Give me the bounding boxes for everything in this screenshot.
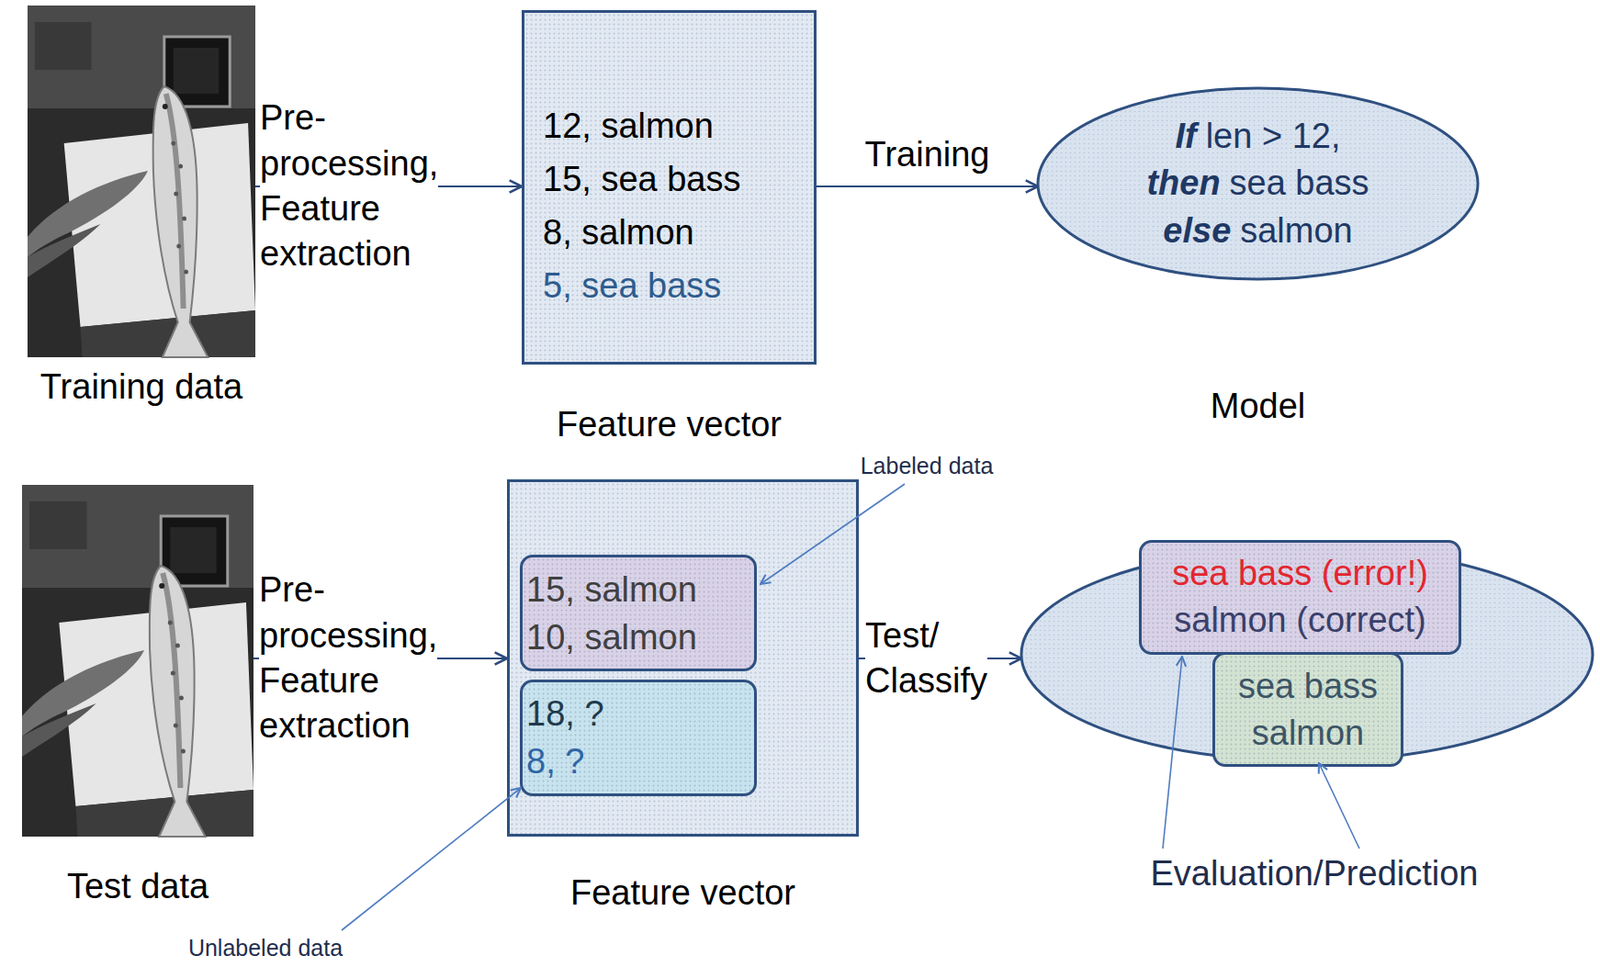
node-content: sea bass (error!)salmon (correct)	[1171, 550, 1429, 645]
leader-line	[760, 484, 905, 585]
rule-text: salmon	[1239, 211, 1353, 250]
prediction-box: sea basssalmon	[1212, 652, 1404, 767]
data-row: 18, ?	[526, 689, 605, 738]
caption: Feature vector	[556, 402, 782, 448]
training-photo: Training data	[27, 5, 256, 358]
caption: Training data	[40, 364, 243, 410]
data-row: sea bass	[1238, 662, 1378, 710]
edge-label: Test/ Classify	[865, 613, 988, 705]
evaluation-box: sea bass (error!)salmon (correct)	[1138, 540, 1462, 655]
caption: Feature vector	[570, 870, 796, 916]
feature-vector-box: Feature vector12, salmon15, sea bass8, s…	[521, 10, 817, 365]
node-content: 18, ?8, ?	[526, 689, 605, 787]
data-row: 5, sea bass	[542, 259, 741, 313]
keyword: then	[1146, 163, 1220, 203]
leader-line	[341, 788, 521, 931]
text-row: Iflen > 12,	[1146, 112, 1369, 160]
data-row: 8, salmon	[542, 205, 741, 260]
labeled-data-box: 15, salmon10, salmon	[519, 554, 757, 672]
ellipse-shape	[1037, 88, 1478, 280]
connector	[816, 185, 1038, 188]
data-row: 8, ?	[526, 737, 605, 786]
text-row: thensea bass	[1146, 159, 1369, 207]
leader-line	[1162, 656, 1183, 849]
edge-label: Training	[865, 132, 991, 178]
keyword: else	[1162, 211, 1231, 250]
caption: Model	[1210, 383, 1307, 429]
data-row: 12, salmon	[542, 99, 741, 153]
model-ellipse: ModelIflen > 12,thensea basselsesalmon	[1036, 86, 1480, 282]
result-ellipse: sea bass (error!)salmon (correct)sea bas…	[1019, 545, 1595, 764]
leader-line	[1318, 763, 1360, 849]
callout-label: Unlabeled data	[188, 934, 343, 962]
data-row: sea bass (error!)	[1171, 550, 1429, 598]
data-row: salmon	[1238, 709, 1378, 757]
test-photo-image	[22, 484, 254, 837]
node-content: sea basssalmon	[1238, 662, 1378, 757]
rule-text: sea bass	[1229, 163, 1370, 203]
feature-vector-box: Feature vector15, salmon10, salmon18, ?8…	[507, 479, 859, 837]
keyword: If	[1175, 116, 1197, 156]
rule-text: len > 12,	[1205, 116, 1341, 156]
data-row: 10, salmon	[526, 613, 698, 662]
training-photo-image	[27, 5, 256, 358]
test-photo: Test data	[22, 484, 254, 837]
node-content: 15, salmon10, salmon	[526, 564, 698, 662]
callout-label: Labeled data	[860, 451, 994, 480]
callout-label: Evaluation/Prediction	[1150, 853, 1479, 896]
unlabeled-data-box: 18, ?8, ?	[519, 679, 757, 797]
data-row: salmon (correct)	[1171, 597, 1429, 644]
caption: Test data	[67, 864, 209, 910]
node-content: Iflen > 12,thensea basselsesalmon	[1146, 112, 1369, 255]
edge-label: Pre-processing, Feature extraction	[259, 95, 439, 278]
text-row: elsesalmon	[1146, 207, 1369, 255]
node-content: 12, salmon15, sea bass8, salmon5, sea ba…	[542, 99, 741, 313]
edge-label: Pre-processing, Feature extraction	[259, 567, 438, 750]
data-row: 15, salmon	[526, 564, 698, 613]
data-row: 15, sea bass	[542, 152, 741, 206]
